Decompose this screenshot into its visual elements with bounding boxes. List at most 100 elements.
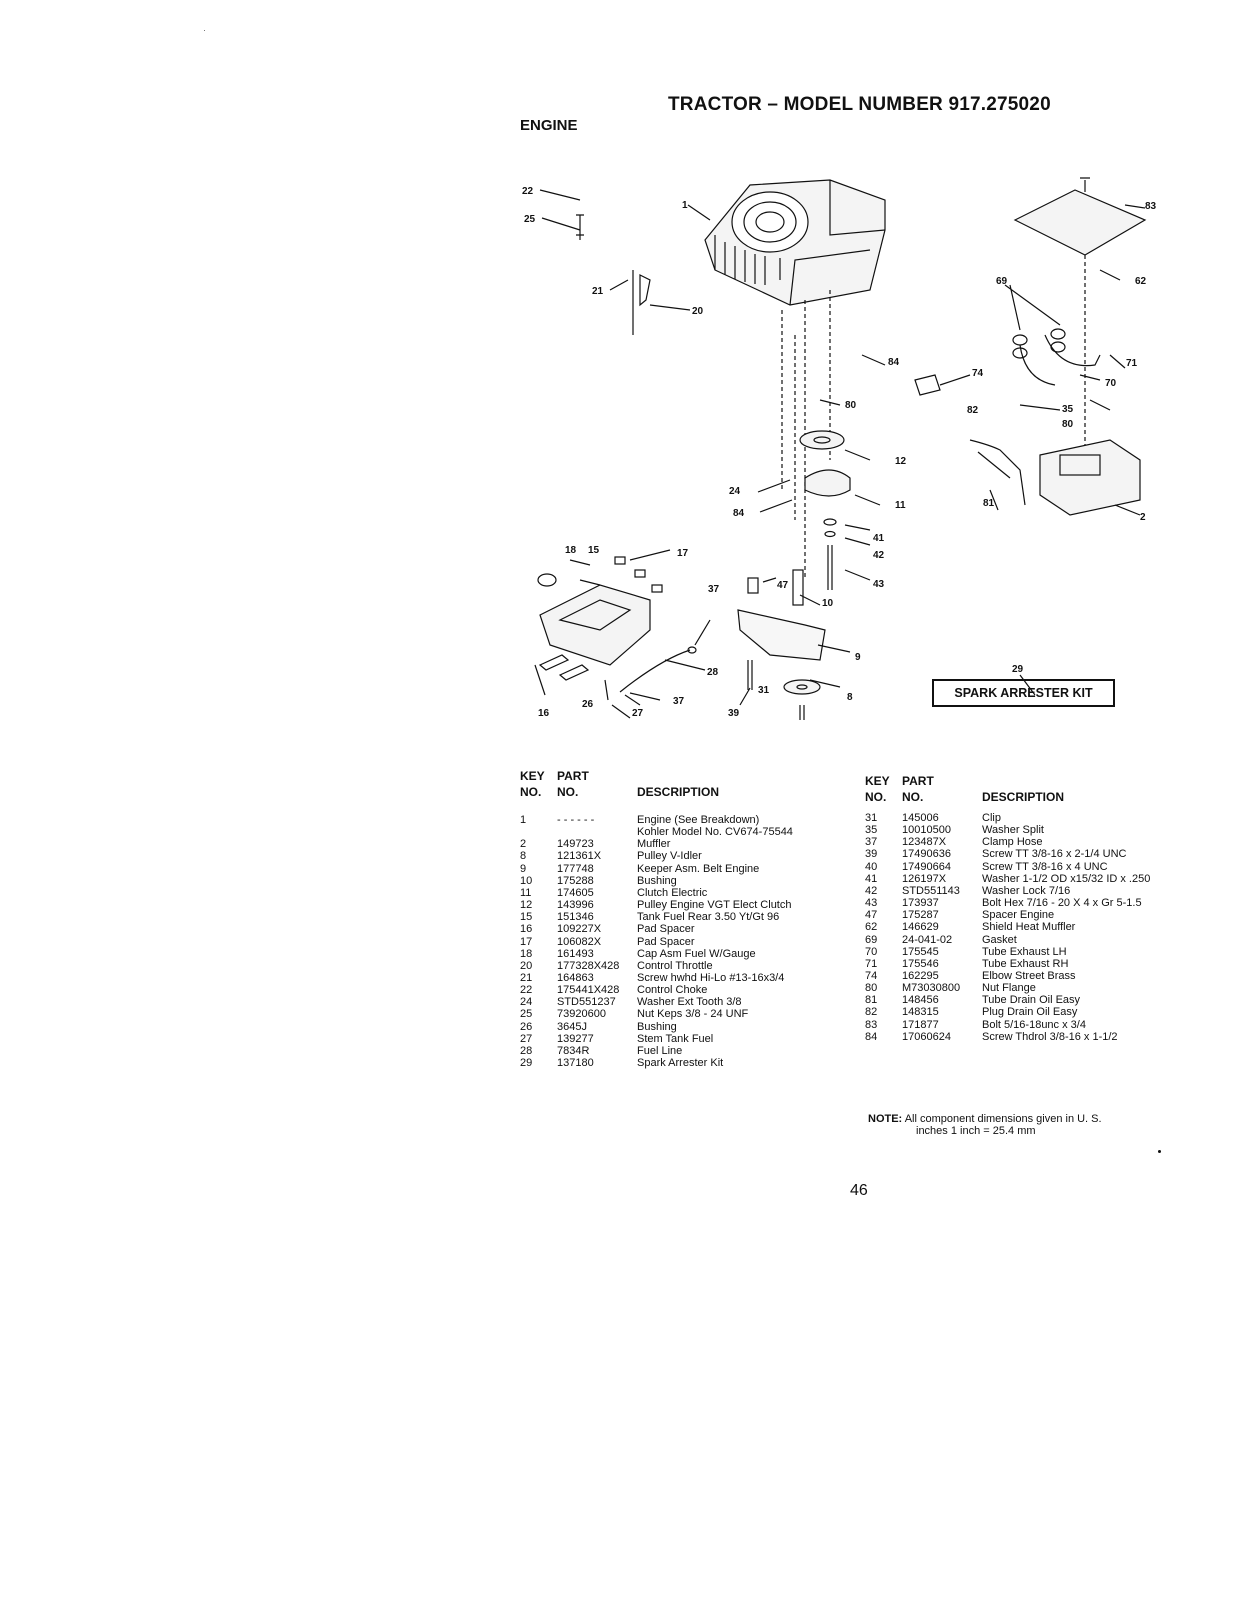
- part-number-cell: 175288: [557, 874, 594, 887]
- description-cell: Stem Tank Fuel: [637, 1032, 714, 1045]
- section-heading: ENGINE: [520, 117, 578, 134]
- muffler-illustration: [1039, 439, 1141, 516]
- callout: 39: [728, 708, 740, 719]
- callout: 8: [847, 692, 853, 703]
- callout: 80: [845, 400, 857, 411]
- callout: 84: [733, 508, 745, 519]
- part-number-cell: 175546: [902, 957, 939, 970]
- description-cell: Plug Drain Oil Easy: [982, 1006, 1078, 1019]
- key-cell: 31: [865, 812, 878, 824]
- description-cell: Elbow Street Brass: [982, 969, 1076, 982]
- key-no-header: NO.: [520, 785, 542, 799]
- part-number-cell: 177328X428: [557, 959, 620, 972]
- callout: 25: [524, 214, 536, 225]
- key-cell: 82: [865, 1006, 878, 1019]
- key-cell: 27: [520, 1032, 533, 1045]
- description-header: DESCRIPTION: [637, 785, 720, 799]
- description-cell: Keeper Asm. Belt Engine: [637, 862, 760, 875]
- description-cell: Control Choke: [637, 984, 708, 997]
- key-cell: 43: [865, 897, 878, 910]
- key-cell: 69: [865, 933, 878, 946]
- part-no-header: NO.: [557, 785, 579, 799]
- part-number-cell: 17060624: [902, 1030, 951, 1043]
- description-cell: Clutch Electric: [637, 886, 708, 899]
- part-number-cell: 109227X: [557, 923, 602, 936]
- part-number-cell: 171877: [902, 1018, 939, 1031]
- key-cell: 47: [865, 909, 878, 922]
- description-cell: Shield Heat Muffler: [982, 921, 1076, 934]
- callout: 42: [873, 550, 885, 561]
- parts-table-left: KEY PART NO. NO. DESCRIPTION 1- - - - - …: [520, 770, 860, 1110]
- part-number-cell: 161493: [557, 947, 594, 960]
- description-cell: Washer 1-1/2 OD x15/32 ID x .250: [982, 872, 1151, 885]
- callout: 35: [1062, 404, 1074, 415]
- description-cell: Washer Lock 7/16: [982, 884, 1071, 897]
- key-cell: 24: [520, 996, 533, 1009]
- part-number-cell: 174605: [557, 886, 594, 899]
- description-cell: Spacer Engine: [982, 909, 1055, 922]
- callout: 70: [1105, 378, 1117, 389]
- callout: 18: [565, 545, 577, 556]
- part-number-cell: 175545: [902, 945, 939, 958]
- key-cell: 17: [520, 935, 533, 948]
- key-cell: 21: [520, 971, 533, 984]
- note-line-1: All component dimensions given in U. S.: [904, 1113, 1102, 1125]
- key-cell: 15: [520, 911, 533, 924]
- description-cell: Kohler Model No. CV674-75544: [637, 826, 793, 839]
- description-cell: Screw TT 3/8-16 x 4 UNC: [982, 860, 1108, 873]
- part-number-cell: M73030800: [902, 982, 961, 995]
- part-number-cell: 126197X: [902, 872, 947, 885]
- description-cell: Engine (See Breakdown): [637, 814, 760, 826]
- callout: 15: [588, 545, 600, 556]
- part-number-cell: 151346: [557, 911, 594, 924]
- part-number-cell: 3645J: [557, 1020, 587, 1033]
- callout: 47: [777, 580, 789, 591]
- part-header: PART: [557, 769, 589, 783]
- note-line-2: inches 1 inch = 25.4 mm: [916, 1125, 1036, 1137]
- callout: 37: [673, 696, 685, 707]
- part-no-header: NO.: [902, 790, 924, 804]
- part-number-cell: 148456: [902, 994, 939, 1007]
- callout: 41: [873, 533, 885, 544]
- scan-speck: [204, 30, 205, 31]
- key-cell: 20: [520, 959, 533, 972]
- part-header: PART: [902, 774, 934, 788]
- key-cell: 12: [520, 899, 533, 912]
- description-cell: Nut Flange: [982, 982, 1036, 995]
- part-number-cell: STD551237: [557, 996, 616, 1009]
- callout: 83: [1145, 201, 1157, 212]
- key-cell: 8: [520, 850, 527, 863]
- part-number-cell: STD551143: [902, 884, 960, 897]
- description-cell: Tank Fuel Rear 3.50 Yt/Gt 96: [637, 911, 780, 924]
- key-cell: 18: [520, 947, 533, 960]
- description-cell: Screw Thdrol 3/8-16 x 1-1/2: [982, 1030, 1118, 1043]
- key-cell: 26: [520, 1020, 533, 1033]
- callout: 10: [822, 598, 834, 609]
- callout: 9: [855, 652, 861, 663]
- description-cell: Clip: [982, 812, 1001, 824]
- description-cell: Nut Keps 3/8 - 24 UNF: [637, 1008, 749, 1021]
- part-number-cell: 164863: [557, 971, 594, 984]
- part-number-cell: 177748: [557, 862, 594, 875]
- description-cell: Bushing: [637, 1020, 677, 1033]
- key-cell: 2: [520, 838, 527, 851]
- description-cell: Fuel Line: [637, 1044, 683, 1057]
- part-number-cell: 137180: [557, 1057, 594, 1069]
- description-cell: Bolt Hex 7/16 - 20 X 4 x Gr 5-1.5: [982, 897, 1142, 910]
- key-cell: 40: [865, 860, 878, 873]
- callout: 81: [983, 498, 995, 509]
- key-cell: 80: [865, 982, 878, 995]
- key-cell: 71: [865, 957, 878, 970]
- key-cell: 39: [865, 848, 878, 861]
- part-number-cell: 7834R: [557, 1044, 590, 1057]
- key-cell: 25: [520, 1008, 533, 1021]
- description-cell: Pulley Engine VGT Elect Clutch: [637, 899, 792, 912]
- description-cell: Pulley V-Idler: [637, 850, 702, 863]
- description-cell: Washer Ext Tooth 3/8: [637, 996, 742, 1009]
- description-cell: Control Throttle: [637, 959, 713, 972]
- callout: 27: [632, 708, 644, 719]
- heat-shield-illustration: [1013, 189, 1147, 256]
- description-cell: Screw TT 3/8-16 x 2-1/4 UNC: [982, 848, 1127, 861]
- description-cell: Muffler: [637, 838, 671, 851]
